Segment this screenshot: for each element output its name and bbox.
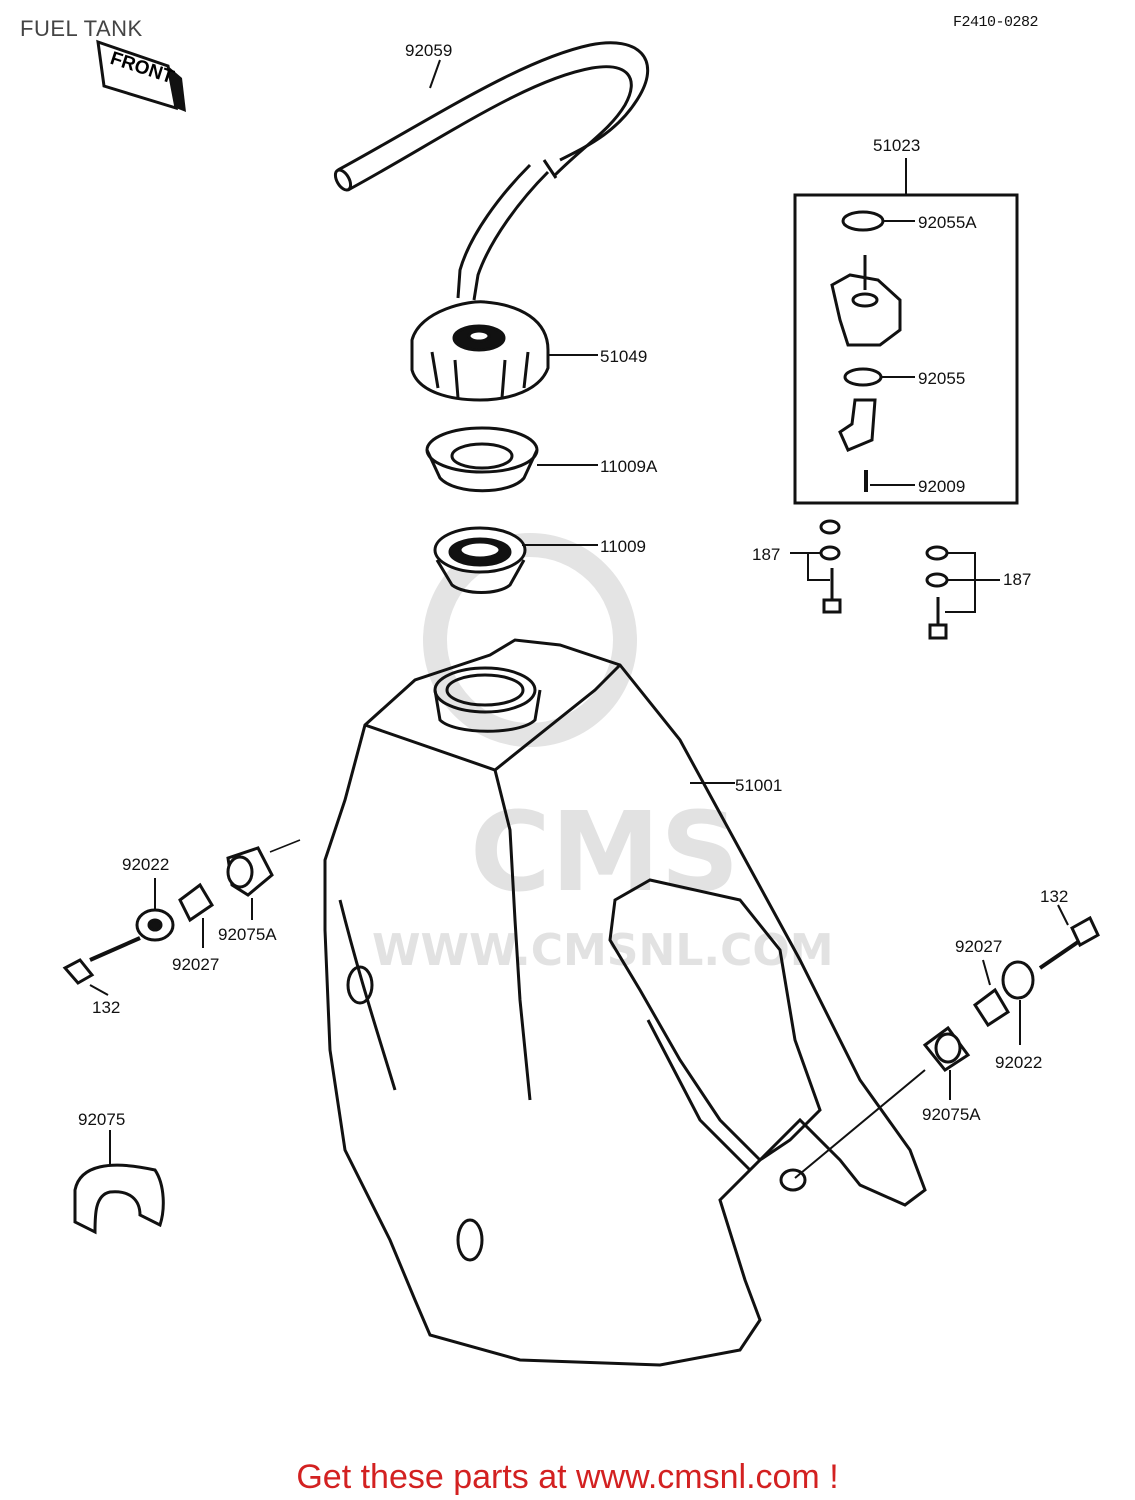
reference-code: F2410-0282 xyxy=(953,14,1039,31)
label-right-bolt: 132 xyxy=(1040,887,1068,906)
label-oring: 92055 xyxy=(918,369,965,388)
label-fuel-cap: 51049 xyxy=(600,347,647,366)
fuel-tank xyxy=(323,638,927,1367)
right-mount-parts xyxy=(794,915,1100,1179)
left-mount-parts xyxy=(62,839,301,985)
bolt-right-leader xyxy=(945,552,1000,613)
footer-link[interactable]: Get these parts at www.cmsnl.com ! xyxy=(296,1458,839,1496)
right-mount-leaders xyxy=(949,904,1069,1100)
label-cock-screw: 92009 xyxy=(918,477,965,496)
front-arrow-icon: FRONT xyxy=(96,39,186,112)
cap-gasket-a xyxy=(425,426,539,493)
page-title: FUEL TANK xyxy=(20,16,143,41)
label-cap-gasket-a: 11009A xyxy=(600,457,658,476)
bolt-left-leader xyxy=(790,552,830,581)
label-left-bolt: 132 xyxy=(92,998,120,1017)
label-right-washer: 92022 xyxy=(995,1053,1042,1072)
label-bolt-set-left: 187 xyxy=(752,545,780,564)
label-cap-gasket: 11009 xyxy=(600,537,646,556)
label-right-grommet: 92075A xyxy=(922,1105,981,1124)
bolt-set-left xyxy=(819,519,842,614)
cap-gasket xyxy=(433,526,527,594)
label-left-grommet: 92075A xyxy=(218,925,277,944)
tank-band xyxy=(73,1163,165,1235)
watermark-url: WWW.CMSNL.COM xyxy=(372,925,834,976)
label-right-collar: 92027 xyxy=(955,937,1002,956)
label-left-washer: 92022 xyxy=(122,855,169,874)
breather-hose xyxy=(333,41,650,301)
cmsnl-watermark: CMS WWW.CMSNL.COM xyxy=(372,533,834,976)
left-mount-leaders xyxy=(89,878,253,996)
label-bolt-set-right: 187 xyxy=(1003,570,1031,589)
bolt-set-right xyxy=(925,545,949,640)
fuel-cap xyxy=(410,300,550,402)
label-left-collar: 92027 xyxy=(172,955,219,974)
label-hose: 92059 xyxy=(405,41,452,60)
label-oring-a: 92055A xyxy=(918,213,977,232)
label-fuel-cock-assy: 51023 xyxy=(873,136,920,155)
fuel-cock-assembly xyxy=(793,158,1019,505)
hose-leader-line xyxy=(429,59,441,89)
label-band: 92075 xyxy=(78,1110,125,1129)
label-fuel-tank: 51001 xyxy=(735,776,782,795)
